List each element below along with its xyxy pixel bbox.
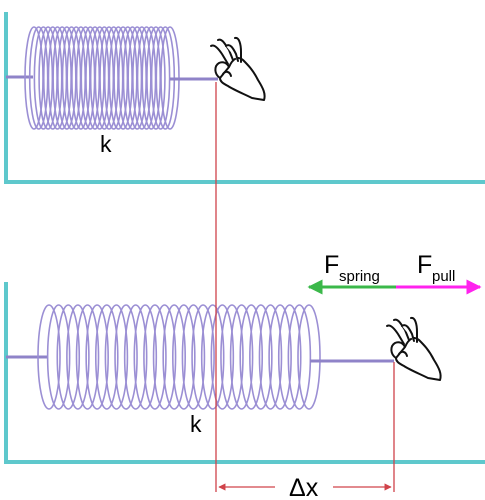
spring-coil [229, 304, 254, 410]
svg-text:spring: spring [339, 268, 380, 285]
spring-coil [220, 304, 244, 410]
spring-coil [249, 304, 273, 410]
top-wall [4, 12, 485, 184]
spring-coil [172, 304, 196, 410]
bottom-spring [6, 304, 394, 410]
spring-coil [268, 304, 292, 410]
displacement-label: Δx [289, 474, 319, 500]
pull-force-label: F pull [417, 251, 455, 285]
spring-coil [181, 304, 206, 410]
spring-coil [200, 304, 225, 410]
spring-force-label: F spring [324, 251, 380, 285]
spring-constant-label-bottom: k [190, 411, 202, 437]
spring-coil [104, 304, 129, 410]
spring-coil [191, 304, 215, 410]
spring-coil [114, 304, 138, 410]
spring-coil [287, 304, 312, 410]
svg-text:F: F [417, 251, 432, 279]
spring-coil [239, 304, 264, 410]
svg-text:F: F [324, 251, 339, 279]
top-spring [6, 26, 218, 130]
spring-coil [258, 304, 283, 410]
spring-coil [37, 304, 61, 410]
pinching-hand-icon [386, 316, 442, 381]
pinching-hand-icon [210, 36, 266, 101]
spring-coil [133, 304, 158, 410]
spring-coil [162, 304, 186, 410]
spring-coil [297, 304, 321, 410]
svg-text:pull: pull [432, 268, 455, 285]
spring-coil [66, 304, 90, 410]
spring-coil [85, 304, 109, 410]
spring-coil [46, 304, 71, 410]
spring-coil [210, 304, 235, 410]
spring-constant-label-top: k [100, 131, 112, 157]
spring-coil [277, 304, 302, 410]
spring-coil [56, 304, 81, 410]
spring-coil [152, 304, 177, 410]
spring-coil [75, 304, 100, 410]
spring-coil [94, 304, 119, 410]
spring-coil [143, 304, 167, 410]
spring-coil [150, 26, 171, 130]
spring-coil [123, 304, 148, 410]
spring-coil [146, 26, 166, 130]
bottom-wall [4, 282, 485, 464]
